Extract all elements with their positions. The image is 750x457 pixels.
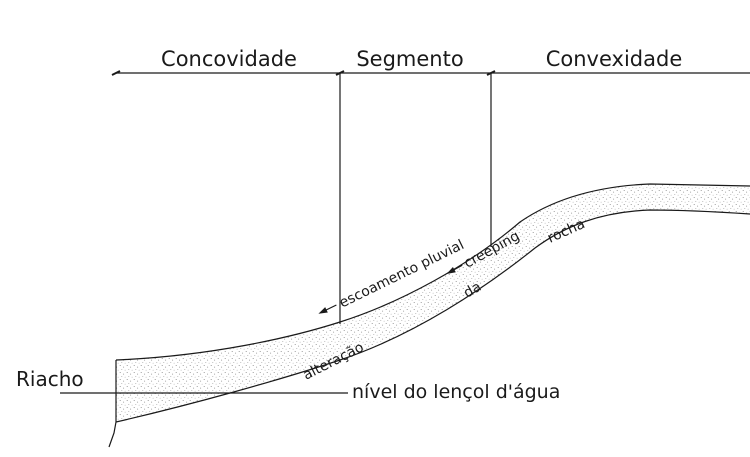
stream-bank-line: [108, 360, 117, 448]
alteration-layer-band: [116, 184, 750, 422]
stream-label: Riacho: [16, 367, 84, 391]
runoff-arrowhead-icon: [318, 307, 328, 314]
dimension-tick-start: [111, 70, 121, 76]
concavity-label: Concovidade: [161, 47, 297, 71]
da-word-label: da: [461, 279, 484, 302]
convexity-label: Convexidade: [546, 47, 683, 71]
ground-surface-line: [115, 183, 750, 361]
water-table-label: nível do lençol d'água: [352, 381, 560, 403]
rock-boundary-line: [115, 209, 750, 423]
creeping-arrowhead-icon: [446, 266, 456, 274]
segment-label: Segmento: [356, 47, 463, 71]
